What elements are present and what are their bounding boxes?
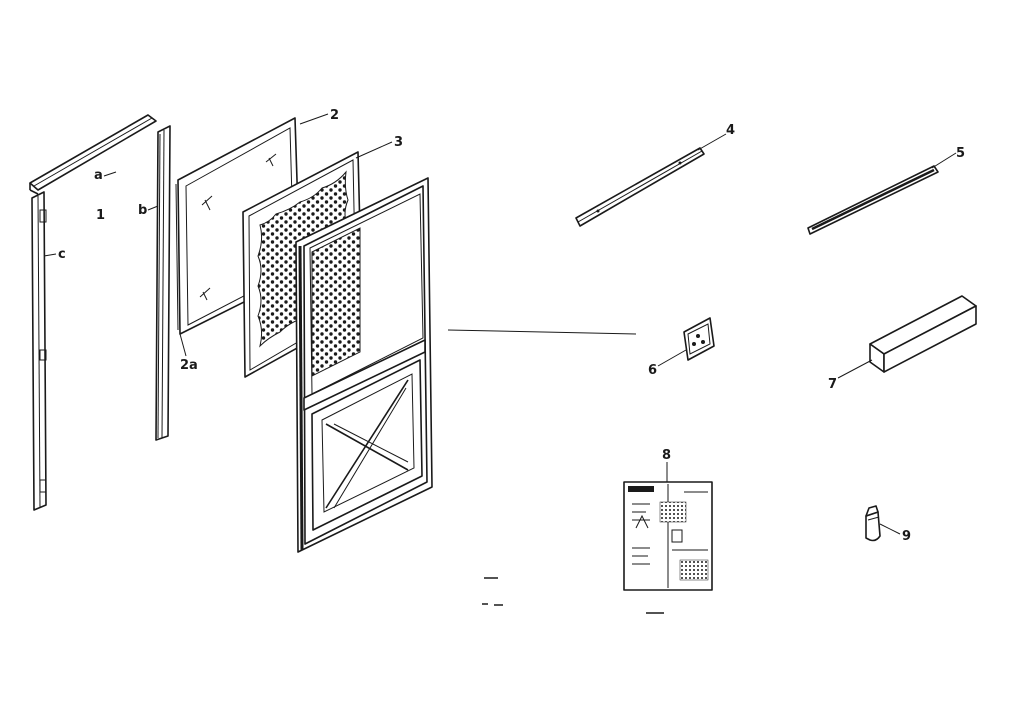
latch-plate-label: 6 [648, 363, 657, 378]
sweep-strip [807, 165, 939, 235]
drip-cap-leader [697, 133, 727, 151]
box [869, 295, 977, 373]
frame-assembly-label: 1 [96, 208, 105, 223]
bottle-label: 9 [902, 529, 911, 544]
sweep-strip-leader [931, 152, 957, 169]
glass-panel-leader [299, 113, 329, 125]
glass-panel-clip-leader [179, 333, 187, 357]
latch-plate-leader [657, 349, 687, 367]
frame-top-leader [103, 171, 117, 177]
latch-plate [683, 317, 715, 361]
drip-cap-label: 4 [726, 123, 735, 138]
screen-panel-label: 3 [394, 135, 403, 150]
frame-side-left [31, 191, 47, 511]
frame-side-right-leader [147, 205, 159, 211]
glass-panel-label: 2 [330, 108, 339, 123]
instruction-sheet [623, 481, 713, 591]
screen-panel-leader [355, 141, 393, 159]
door-reference-line [447, 329, 637, 335]
box-label: 7 [828, 377, 837, 392]
storm-door [295, 177, 433, 553]
frame-top-label: a [94, 168, 103, 183]
sweep-strip-label: 5 [956, 146, 965, 161]
frame-side-left-leader [43, 253, 57, 257]
frame-side-right-label: b [138, 203, 147, 218]
bottle [865, 505, 881, 542]
frame-side-left-label: c [58, 247, 66, 262]
frame-top-rail [29, 114, 157, 195]
scan-marks [482, 577, 664, 614]
box-leader [837, 359, 873, 379]
drip-cap [575, 147, 705, 227]
instructions-label: 8 [662, 448, 671, 463]
bottle-leader [879, 523, 901, 535]
glass-panel-clip-label: 2a [180, 358, 198, 373]
frame-side-right [155, 125, 171, 441]
